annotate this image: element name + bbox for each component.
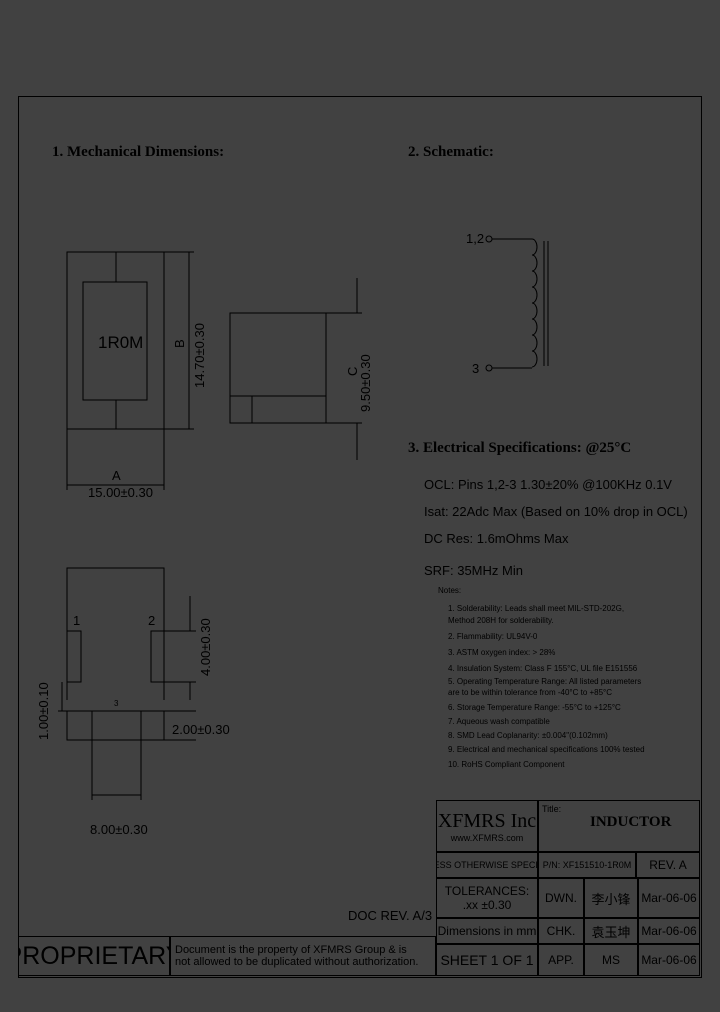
part-number: P/N: XF151510-1R0M <box>542 860 632 870</box>
dwn-label: DWN. <box>545 891 577 905</box>
schematic-pin-bottom: 3 <box>472 361 480 376</box>
dwn-date-cell: Mar-06-06 <box>638 878 700 918</box>
spec-dcr: DC Res: 1.6mOhms Max <box>424 531 569 546</box>
dwn-label-cell: DWN. <box>538 878 584 918</box>
note-item: 3. ASTM oxygen index: > 28% <box>448 648 556 657</box>
note-item: 5. Operating Temperature Range: All list… <box>448 677 642 686</box>
dwn-date: Mar-06-06 <box>641 891 697 905</box>
note-item: 1. Solderability: Leads shall meet MIL-S… <box>448 604 625 613</box>
note-item: Method 208H for solderability. <box>448 616 554 625</box>
spec-srf: SRF: 35MHz Min <box>424 563 523 578</box>
note-item: 9. Electrical and mechanical specificati… <box>448 745 645 754</box>
drawing-title: INDUCTOR <box>590 814 672 830</box>
doc-revision: DOC REV. A/3 <box>348 908 433 923</box>
dim-c-value: 9.50±0.30 <box>358 354 373 412</box>
dwn-signature: 李小锋 <box>591 892 631 908</box>
proprietary-label: PROPRIETARY <box>19 941 169 970</box>
tolerances-value: .xx ±0.30 <box>462 898 512 912</box>
chk-date: Mar-06-06 <box>641 924 697 938</box>
company-website: www.XFMRS.com <box>450 832 524 843</box>
note-item: 4. Insulation System: Class F 155°C, UL … <box>448 664 638 673</box>
notes-title: Notes: <box>438 586 462 595</box>
electrical-heading: 3. Electrical Specifications: @25°C <box>408 440 632 456</box>
app-signature: MS <box>602 953 620 967</box>
note-item: 8. SMD Lead Coplanarity: ±0.004"(0.102mm… <box>448 731 608 740</box>
unless-text: UNLESS OTHERWISE SPECIFIED <box>437 860 538 870</box>
mechanical-heading: 1. Mechanical Dimensions: <box>52 144 225 160</box>
chk-signature: 袁玉坤 <box>591 925 631 941</box>
dimensions-cell: Dimensions in mm <box>436 918 538 944</box>
dim-width-value: 8.00±0.30 <box>90 822 148 837</box>
dim-b-value: 14.70±0.30 <box>192 323 207 388</box>
tolerances-cell: TOLERANCES: .xx ±0.30 <box>436 878 538 918</box>
app-label: APP. <box>548 953 574 967</box>
part-marking: 1R0M <box>98 333 144 352</box>
spec-ocl: OCL: Pins 1,2-3 1.30±20% @100KHz 0.1V <box>424 477 672 492</box>
pn-cell: P/N: XF151510-1R0M <box>538 852 636 878</box>
rev-cell: REV. A <box>636 852 700 878</box>
title-label: Title: <box>542 804 562 814</box>
app-label-cell: APP. <box>538 944 584 976</box>
pin1-label: 1 <box>73 613 81 628</box>
dim-a-value: 15.00±0.30 <box>88 485 153 500</box>
chk-date-cell: Mar-06-06 <box>638 918 700 944</box>
unless-cell: UNLESS OTHERWISE SPECIFIED <box>436 852 538 878</box>
proprietary-notice-line: Document is the property of XFMRS Group … <box>175 944 407 956</box>
dimensions-note: Dimensions in mm <box>437 924 537 938</box>
proprietary-notice-cell: Document is the property of XFMRS Group … <box>170 936 436 976</box>
dim-b-label: B <box>172 339 187 348</box>
note-item: 10. RoHS Compliant Component <box>448 760 565 769</box>
chk-signature-cell: 袁玉坤 <box>584 918 638 944</box>
spec-isat: Isat: 22Adc Max (Based on 10% drop in OC… <box>424 504 688 519</box>
note-item: are to be within tolerance from -40°C to… <box>448 688 613 697</box>
dwn-signature-cell: 李小锋 <box>584 878 638 918</box>
note-item: 2. Flammability: UL94V-0 <box>448 632 538 641</box>
app-date-cell: Mar-06-06 <box>638 944 700 976</box>
company-cell: XFMRS Inc www.XFMRS.com <box>436 800 538 852</box>
dim-right-value: 4.00±0.30 <box>198 618 213 676</box>
app-date: Mar-06-06 <box>641 953 697 967</box>
tolerances-label: TOLERANCES: <box>444 884 530 898</box>
dim-a-label: A <box>112 468 121 483</box>
note-item: 6. Storage Temperature Range: -55°C to +… <box>448 703 621 712</box>
chk-label: CHK. <box>546 924 576 938</box>
chk-label-cell: CHK. <box>538 918 584 944</box>
revision: REV. A <box>649 858 687 872</box>
company-name: XFMRS Inc <box>437 809 537 832</box>
sheet-number: SHEET 1 OF 1 <box>440 952 534 968</box>
dim-pad-value: 2.00±0.30 <box>172 722 230 737</box>
sheet-cell: SHEET 1 OF 1 <box>436 944 538 976</box>
app-signature-cell: MS <box>584 944 638 976</box>
title-cell: Title: <box>538 800 700 852</box>
pin2-label: 2 <box>148 613 156 628</box>
proprietary-notice-line: not allowed to be duplicated without aut… <box>175 956 419 968</box>
schematic-heading: 2. Schematic: <box>408 144 494 160</box>
proprietary-cell: PROPRIETARY <box>18 936 170 976</box>
pin3-label: 3 <box>114 699 119 708</box>
dim-left-value: 1.00±0.10 <box>36 682 51 740</box>
schematic-pin-top: 1,2 <box>466 231 485 246</box>
drawing-frame <box>18 96 702 978</box>
note-item: 7. Aqueous wash compatible <box>448 717 550 726</box>
